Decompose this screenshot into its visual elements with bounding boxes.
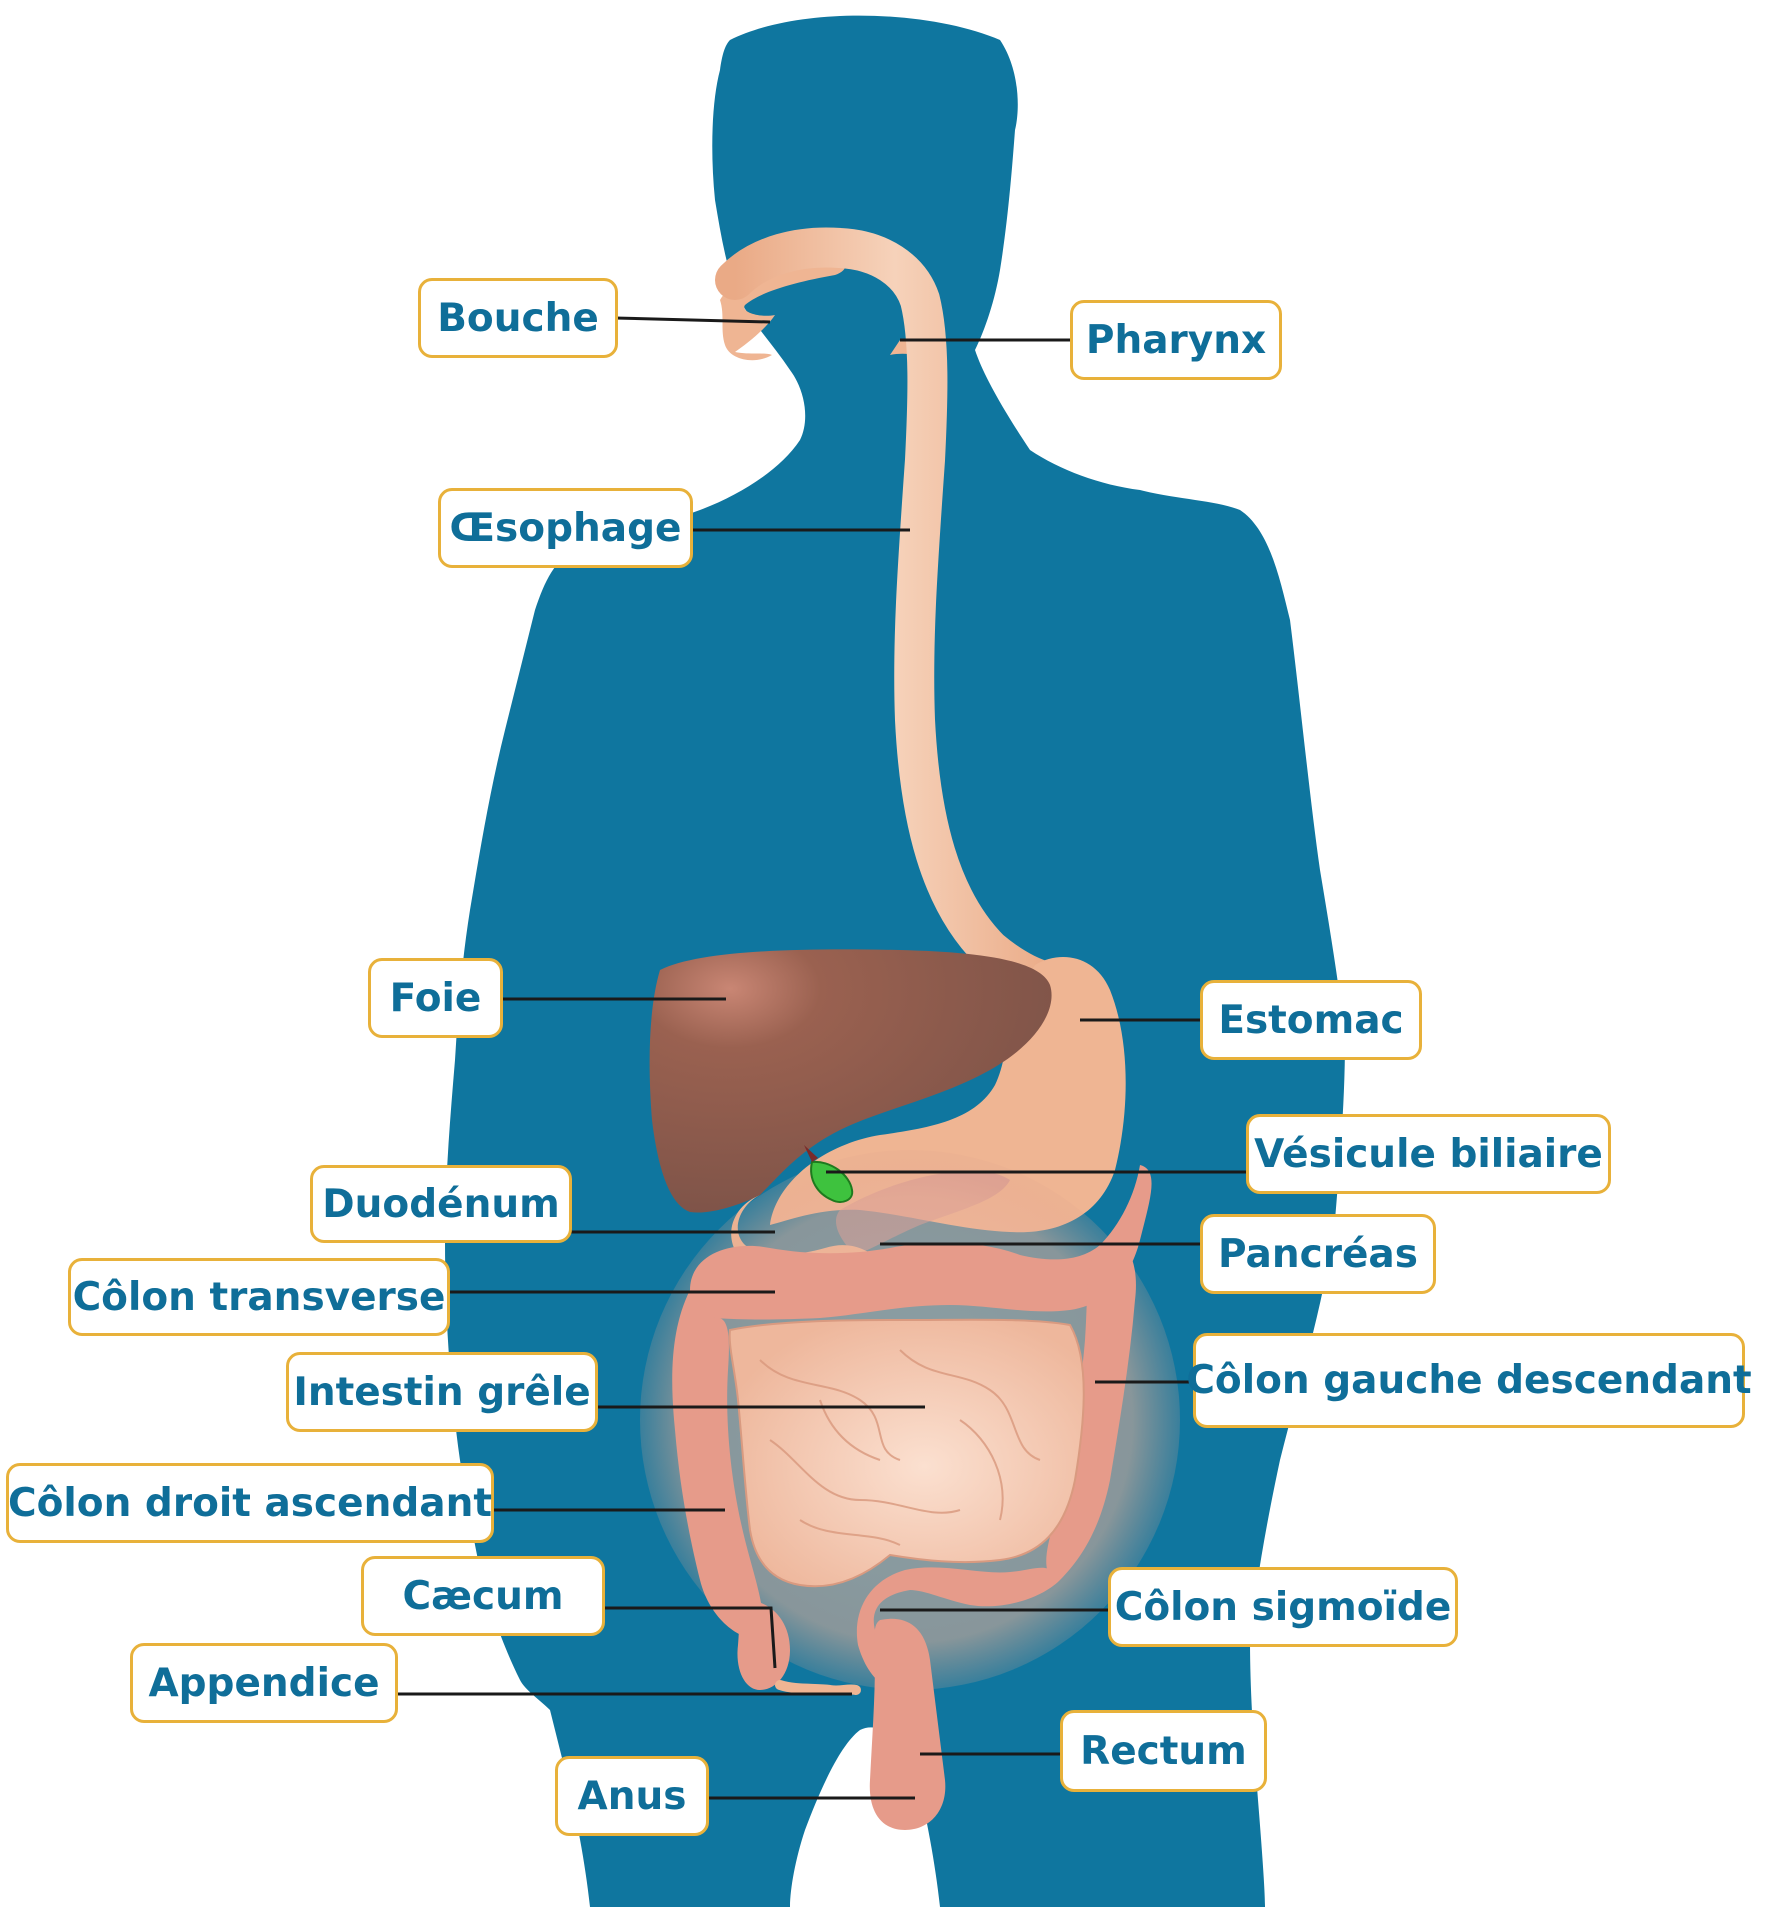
rectum-shape [869,1618,946,1830]
label-bouche: Bouche [418,278,618,358]
small-intestine-folds [759,1349,1041,1546]
label-colon-transverse: Côlon transverse [68,1258,450,1336]
small-intestine-shape [728,1318,1085,1588]
oesophagus-tube [715,227,1075,1005]
ascending-colon-shape [672,1290,764,1640]
label-colon-sigmoide: Côlon sigmoïde [1108,1567,1458,1647]
label-anus: Anus [555,1756,709,1836]
leader-caecum [602,1606,777,1669]
appendix-shape [775,1680,861,1696]
label-intestin-grele: Intestin grêle [286,1352,598,1432]
label-appendice: Appendice [130,1643,398,1723]
leader-bouche [614,316,771,324]
label-pharynx: Pharynx [1070,300,1282,380]
label-vesicule-biliaire: Vésicule biliaire [1246,1114,1611,1194]
leader-lines [395,316,1248,1800]
label-colon-gauche-descendant: Côlon gauche descendant [1186,1333,1752,1428]
gallbladder-duct [804,1145,818,1162]
label-pancreas: Pancréas [1200,1214,1436,1294]
label-foie: Foie [368,958,503,1038]
liver-shape [649,949,1052,1213]
caecum-shape [737,1600,790,1690]
label-estomac: Estomac [1200,980,1422,1060]
label-colon-droit-ascendant: Côlon droit ascendant [6,1463,494,1543]
label-oesophage: Œsophage [438,488,693,568]
sigmoid-colon-shape [856,1567,1060,1690]
label-rectum: Rectum [1060,1710,1267,1792]
label-caecum: Cæcum [361,1556,605,1636]
transverse-colon-shape [690,1165,1152,1320]
label-duodenum: Duodénum [310,1165,572,1243]
gallbladder-shape [810,1160,854,1203]
